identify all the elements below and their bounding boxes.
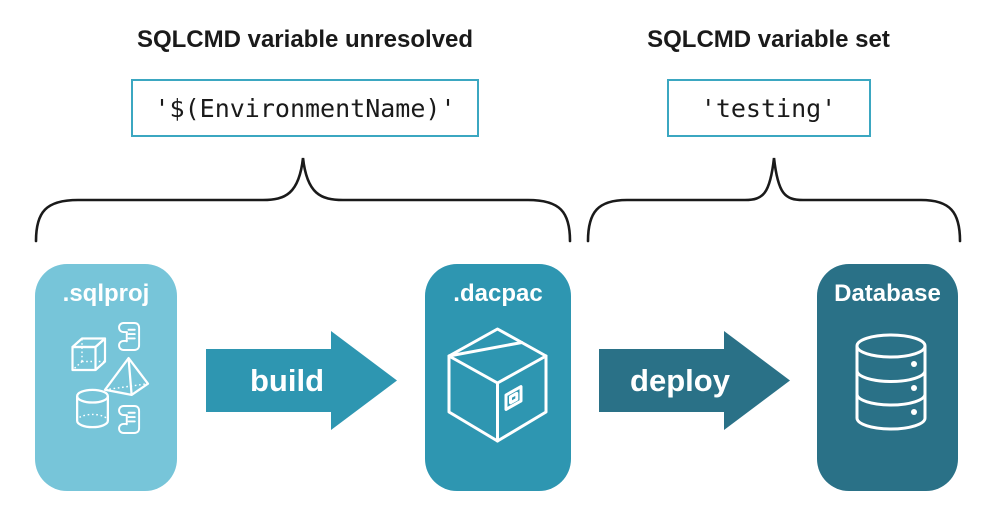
build-arrow: build	[206, 331, 398, 430]
scroll-icon	[118, 405, 141, 434]
stage-dacpac-label: .dacpac	[453, 280, 543, 307]
deploy-arrow: deploy	[599, 331, 791, 430]
stage-sqlproj-label: .sqlproj	[62, 280, 150, 307]
annotation-right: SQLCMD variable set 'testing'	[640, 26, 897, 137]
annotation-left: SQLCMD variable unresolved '$(Environmen…	[105, 26, 505, 137]
database-icon	[855, 333, 927, 431]
annotation-left-title: SQLCMD variable unresolved	[136, 26, 474, 53]
deploy-arrow-shape	[599, 331, 790, 430]
stage-database-label: Database	[834, 280, 941, 307]
package-icon	[447, 327, 548, 443]
scroll-icon	[118, 322, 141, 351]
cube-icon	[71, 337, 107, 372]
stage-sqlproj: .sqlproj	[35, 264, 177, 491]
deploy-arrow-label: deploy	[630, 362, 730, 398]
cylinder-icon	[75, 388, 110, 429]
annotation-right-title: SQLCMD variable set	[647, 26, 890, 53]
pyramid-icon	[103, 356, 150, 397]
build-arrow-shape	[206, 331, 397, 430]
stage-database: Database	[817, 264, 958, 491]
annotation-right-code-box: 'testing'	[666, 79, 871, 137]
stage-dacpac: .dacpac	[425, 264, 571, 491]
brace-left-icon	[34, 157, 572, 243]
build-arrow-label: build	[249, 362, 325, 398]
brace-right-icon	[586, 157, 962, 243]
annotation-right-code: 'testing'	[700, 93, 837, 123]
annotation-left-code: '$(EnvironmentName)'	[154, 93, 456, 123]
annotation-left-code-box: '$(EnvironmentName)'	[131, 79, 479, 137]
sqlproj-icon-cluster	[57, 316, 169, 441]
